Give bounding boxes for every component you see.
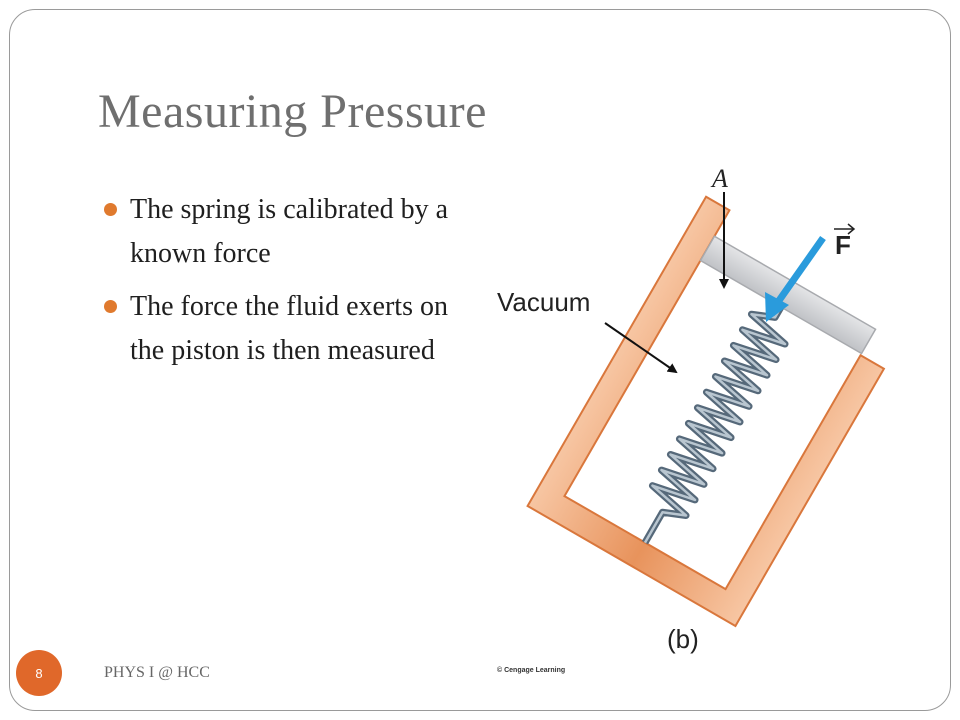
bullet-dot-icon xyxy=(104,203,117,216)
pressure-gauge-figure: A F Vacuum xyxy=(497,164,886,628)
slide-frame xyxy=(9,9,951,711)
page-number-badge: 8 xyxy=(16,650,62,696)
page-number: 8 xyxy=(35,665,43,681)
slide-title: Measuring Pressure xyxy=(98,85,487,138)
bullet-dot-icon xyxy=(104,300,117,313)
bullet-text: The force the fluid exerts on the piston… xyxy=(130,291,448,366)
cylinder-container xyxy=(526,195,886,628)
vacuum-arrow xyxy=(604,322,678,374)
force-arrow xyxy=(775,235,826,305)
vector-arrow-icon xyxy=(834,223,856,235)
bullet-item: The spring is calibrated by a known forc… xyxy=(104,188,476,276)
force-label: F xyxy=(835,230,851,260)
force-arrow-head xyxy=(765,292,789,322)
bullet-item: The force the fluid exerts on the piston… xyxy=(104,285,476,373)
figure-caption: (b) xyxy=(667,624,699,654)
bullet-list: The spring is calibrated by a known forc… xyxy=(104,188,476,382)
copyright-notice: © Cengage Learning xyxy=(497,667,566,674)
footer-text: PHYS I @ HCC xyxy=(104,664,210,681)
bullet-text: The spring is calibrated by a known forc… xyxy=(130,194,449,269)
vacuum-label: Vacuum xyxy=(497,287,590,317)
area-label: A xyxy=(710,164,728,193)
